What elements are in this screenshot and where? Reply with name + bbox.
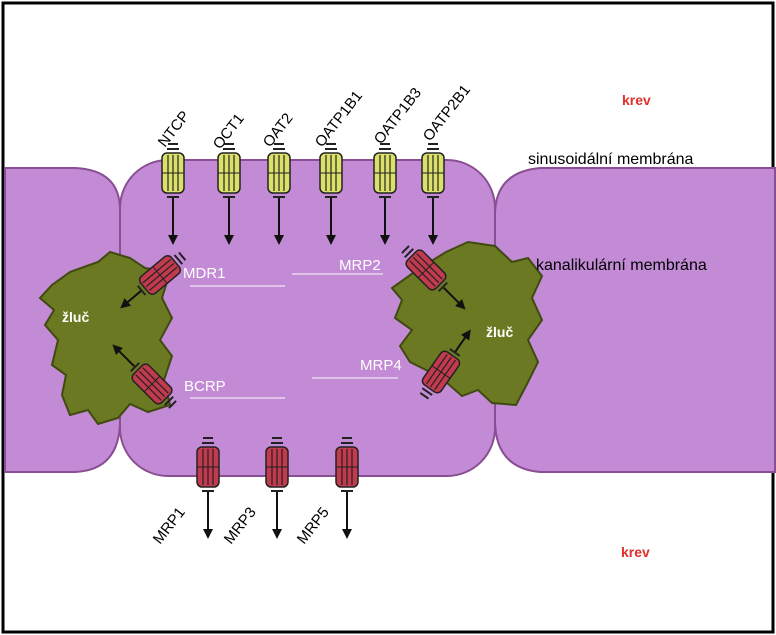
blood-label-bottom: krev bbox=[621, 544, 650, 560]
transporter-label-mdr1: MDR1 bbox=[183, 265, 226, 282]
transporter-label-mrp2: MRP2 bbox=[339, 257, 381, 274]
transporter-label-mrp4: MRP4 bbox=[360, 357, 402, 374]
transporter-label-bcrp: BCRP bbox=[184, 378, 226, 395]
bile-label-right: žluč bbox=[486, 324, 513, 340]
sinusoidal-membrane-label: sinusoidální membrána bbox=[528, 151, 694, 168]
blood-label-top: krev bbox=[622, 92, 651, 108]
bile-label-left: žluč bbox=[62, 309, 89, 325]
canalicular-membrane-label: kanalikulární membrána bbox=[536, 257, 707, 274]
